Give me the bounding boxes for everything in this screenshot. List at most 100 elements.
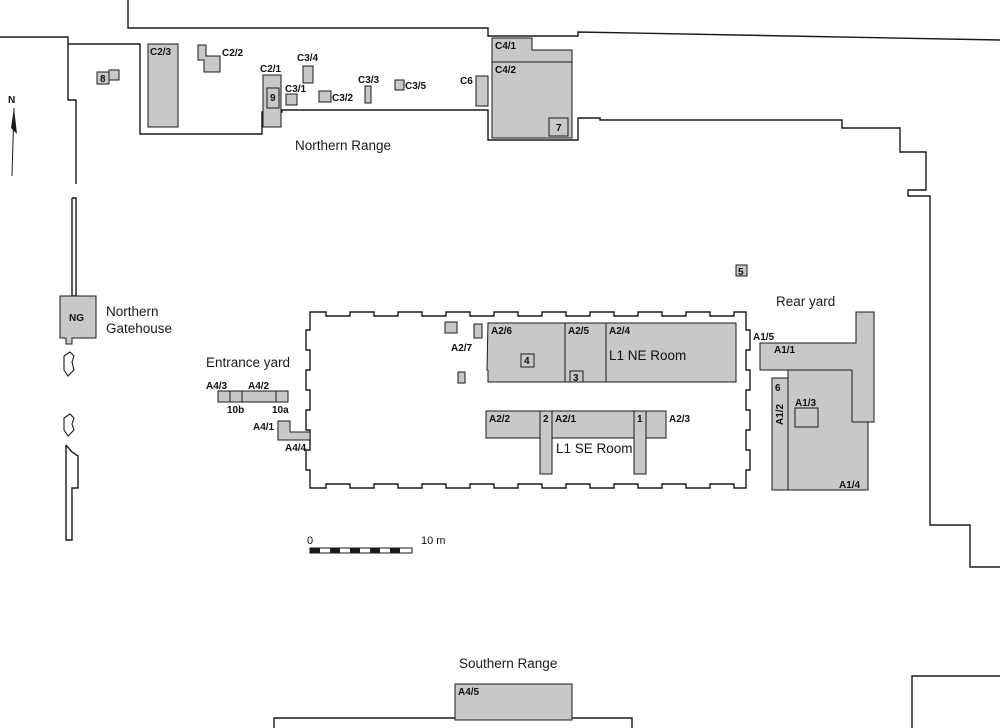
northern-range-trenches: 8 C2/3 C2/2 9 C2/1 C3/4 C3/1 C3/2 C3/3 C… xyxy=(96,37,573,153)
trench-a1-3-box xyxy=(794,407,819,428)
trench-8-ext xyxy=(108,69,120,81)
label-c3-4: C3/4 xyxy=(297,53,319,64)
scale-end: 10 m xyxy=(421,535,445,547)
number-9: 9 xyxy=(270,93,276,104)
label-a4-4: A4/4 xyxy=(285,443,307,454)
number-3: 3 xyxy=(573,373,579,384)
northern-wall xyxy=(0,36,77,184)
number-10a: 10a xyxy=(272,405,289,416)
southern-range-wall xyxy=(273,717,633,728)
label-c2-2: C2/2 xyxy=(222,48,244,59)
label-a2-4: A2/4 xyxy=(609,326,631,337)
scale-seg-1 xyxy=(310,548,320,553)
north-label: N xyxy=(8,95,15,106)
room-ne: L1 NE Room xyxy=(609,348,686,363)
label-c3-5: C3/5 xyxy=(405,81,427,92)
trench-c4 xyxy=(491,37,573,139)
northern-range-outline xyxy=(127,0,1000,41)
southern-range: Southern Range A4/5 xyxy=(454,656,573,721)
label-c4-1: C4/1 xyxy=(495,41,517,52)
west-wall-feature-2 xyxy=(63,413,75,437)
number-5: 5 xyxy=(738,267,744,278)
label-a2-7: A2/7 xyxy=(451,343,473,354)
rear-yard: Rear yard 5 A1/5 A1/1 6 A1/2 A1/3 A1/4 xyxy=(735,264,875,491)
trench-c3-3 xyxy=(364,85,372,104)
label-a2-2: A2/2 xyxy=(489,414,511,425)
box-7 xyxy=(548,117,569,137)
label-c6: C6 xyxy=(460,76,473,87)
trench-c2-2 xyxy=(197,44,221,73)
label-a1-3: A1/3 xyxy=(795,398,817,409)
label-a4-2: A4/2 xyxy=(248,381,270,392)
area-northern-range: Northern Range xyxy=(295,138,391,153)
label-c3-2: C3/2 xyxy=(332,93,354,104)
number-8: 8 xyxy=(100,74,106,85)
label-c2-1: C2/1 xyxy=(260,64,282,75)
north-arrow: N xyxy=(8,95,17,177)
western-wall-south xyxy=(65,444,79,541)
area-entrance-yard: Entrance yard xyxy=(206,355,290,370)
label-a1-5: A1/5 xyxy=(753,332,775,343)
trench-a1 xyxy=(759,311,875,491)
trench-c6 xyxy=(475,75,489,107)
trench-a4-1 xyxy=(277,420,311,441)
entrance-yard: Entrance yard A4/3 A4/2 10b 10a A4/1 A4/… xyxy=(206,355,311,454)
label-a1-2: A1/2 xyxy=(775,403,786,425)
box-9 xyxy=(266,87,280,109)
label-a4-5: A4/5 xyxy=(458,687,480,698)
area-rear-yard: Rear yard xyxy=(776,294,835,309)
northern-gatehouse: NG Northern Gatehouse xyxy=(59,295,172,345)
trench-5 xyxy=(735,264,748,277)
number-10b: 10b xyxy=(227,405,244,416)
number-6: 6 xyxy=(775,383,781,394)
label-a1-4: A1/4 xyxy=(839,480,861,491)
area-southern-range: Southern Range xyxy=(459,656,557,671)
trench-c3-5 xyxy=(394,79,405,91)
central-house: A2/7 A2/6 A2/5 A2/4 4 3 L1 NE Room A2/2 … xyxy=(305,311,751,489)
western-wall-north xyxy=(71,197,77,297)
number-7: 7 xyxy=(556,123,562,134)
scale-seg-4 xyxy=(370,548,380,553)
label-a2-5: A2/5 xyxy=(568,326,590,337)
trench-a4-5 xyxy=(454,683,573,721)
trench-c3-2 xyxy=(318,90,332,103)
label-c3-3: C3/3 xyxy=(358,75,380,86)
scale-seg-5 xyxy=(390,548,400,553)
label-a2-1: A2/1 xyxy=(555,414,577,425)
label-ng: NG xyxy=(69,313,84,324)
number-2: 2 xyxy=(543,414,549,425)
trench-a2-small xyxy=(457,371,466,384)
number-4: 4 xyxy=(524,356,530,367)
north-arrow-head xyxy=(11,108,17,134)
label-a1-1: A1/1 xyxy=(774,345,796,356)
label-c2-3: C2/3 xyxy=(150,47,172,58)
label-a4-1: A4/1 xyxy=(253,422,275,433)
trench-a4-3-a4-2 xyxy=(217,390,289,403)
trench-c3-4 xyxy=(302,65,314,84)
trench-c2-3 xyxy=(147,43,179,128)
label-a2-3: A2/3 xyxy=(669,414,691,425)
trench-a2-7a xyxy=(444,321,458,334)
southeast-wall xyxy=(911,675,1000,728)
area-gatehouse-line2: Gatehouse xyxy=(106,321,172,336)
label-a4-3: A4/3 xyxy=(206,381,228,392)
trench-c3-1 xyxy=(285,93,298,106)
trench-a2-7b xyxy=(473,323,483,339)
scale-bar: 0 10 m xyxy=(307,535,445,554)
scale-seg-3 xyxy=(350,548,360,553)
label-c4-2: C4/2 xyxy=(495,65,517,76)
area-gatehouse-line1: Northern xyxy=(106,304,159,319)
label-a2-6: A2/6 xyxy=(491,326,513,337)
label-c3-1: C3/1 xyxy=(285,84,307,95)
room-se: L1 SE Room xyxy=(556,441,633,456)
west-wall-feature-1 xyxy=(63,351,75,377)
trench-a2-ne xyxy=(486,322,737,383)
box-4 xyxy=(520,353,535,368)
scale-start: 0 xyxy=(307,535,313,547)
trench-ng xyxy=(59,295,97,345)
number-1: 1 xyxy=(637,414,643,425)
scale-seg-2 xyxy=(330,548,340,553)
house-outline xyxy=(305,311,751,489)
box-3 xyxy=(569,370,584,383)
